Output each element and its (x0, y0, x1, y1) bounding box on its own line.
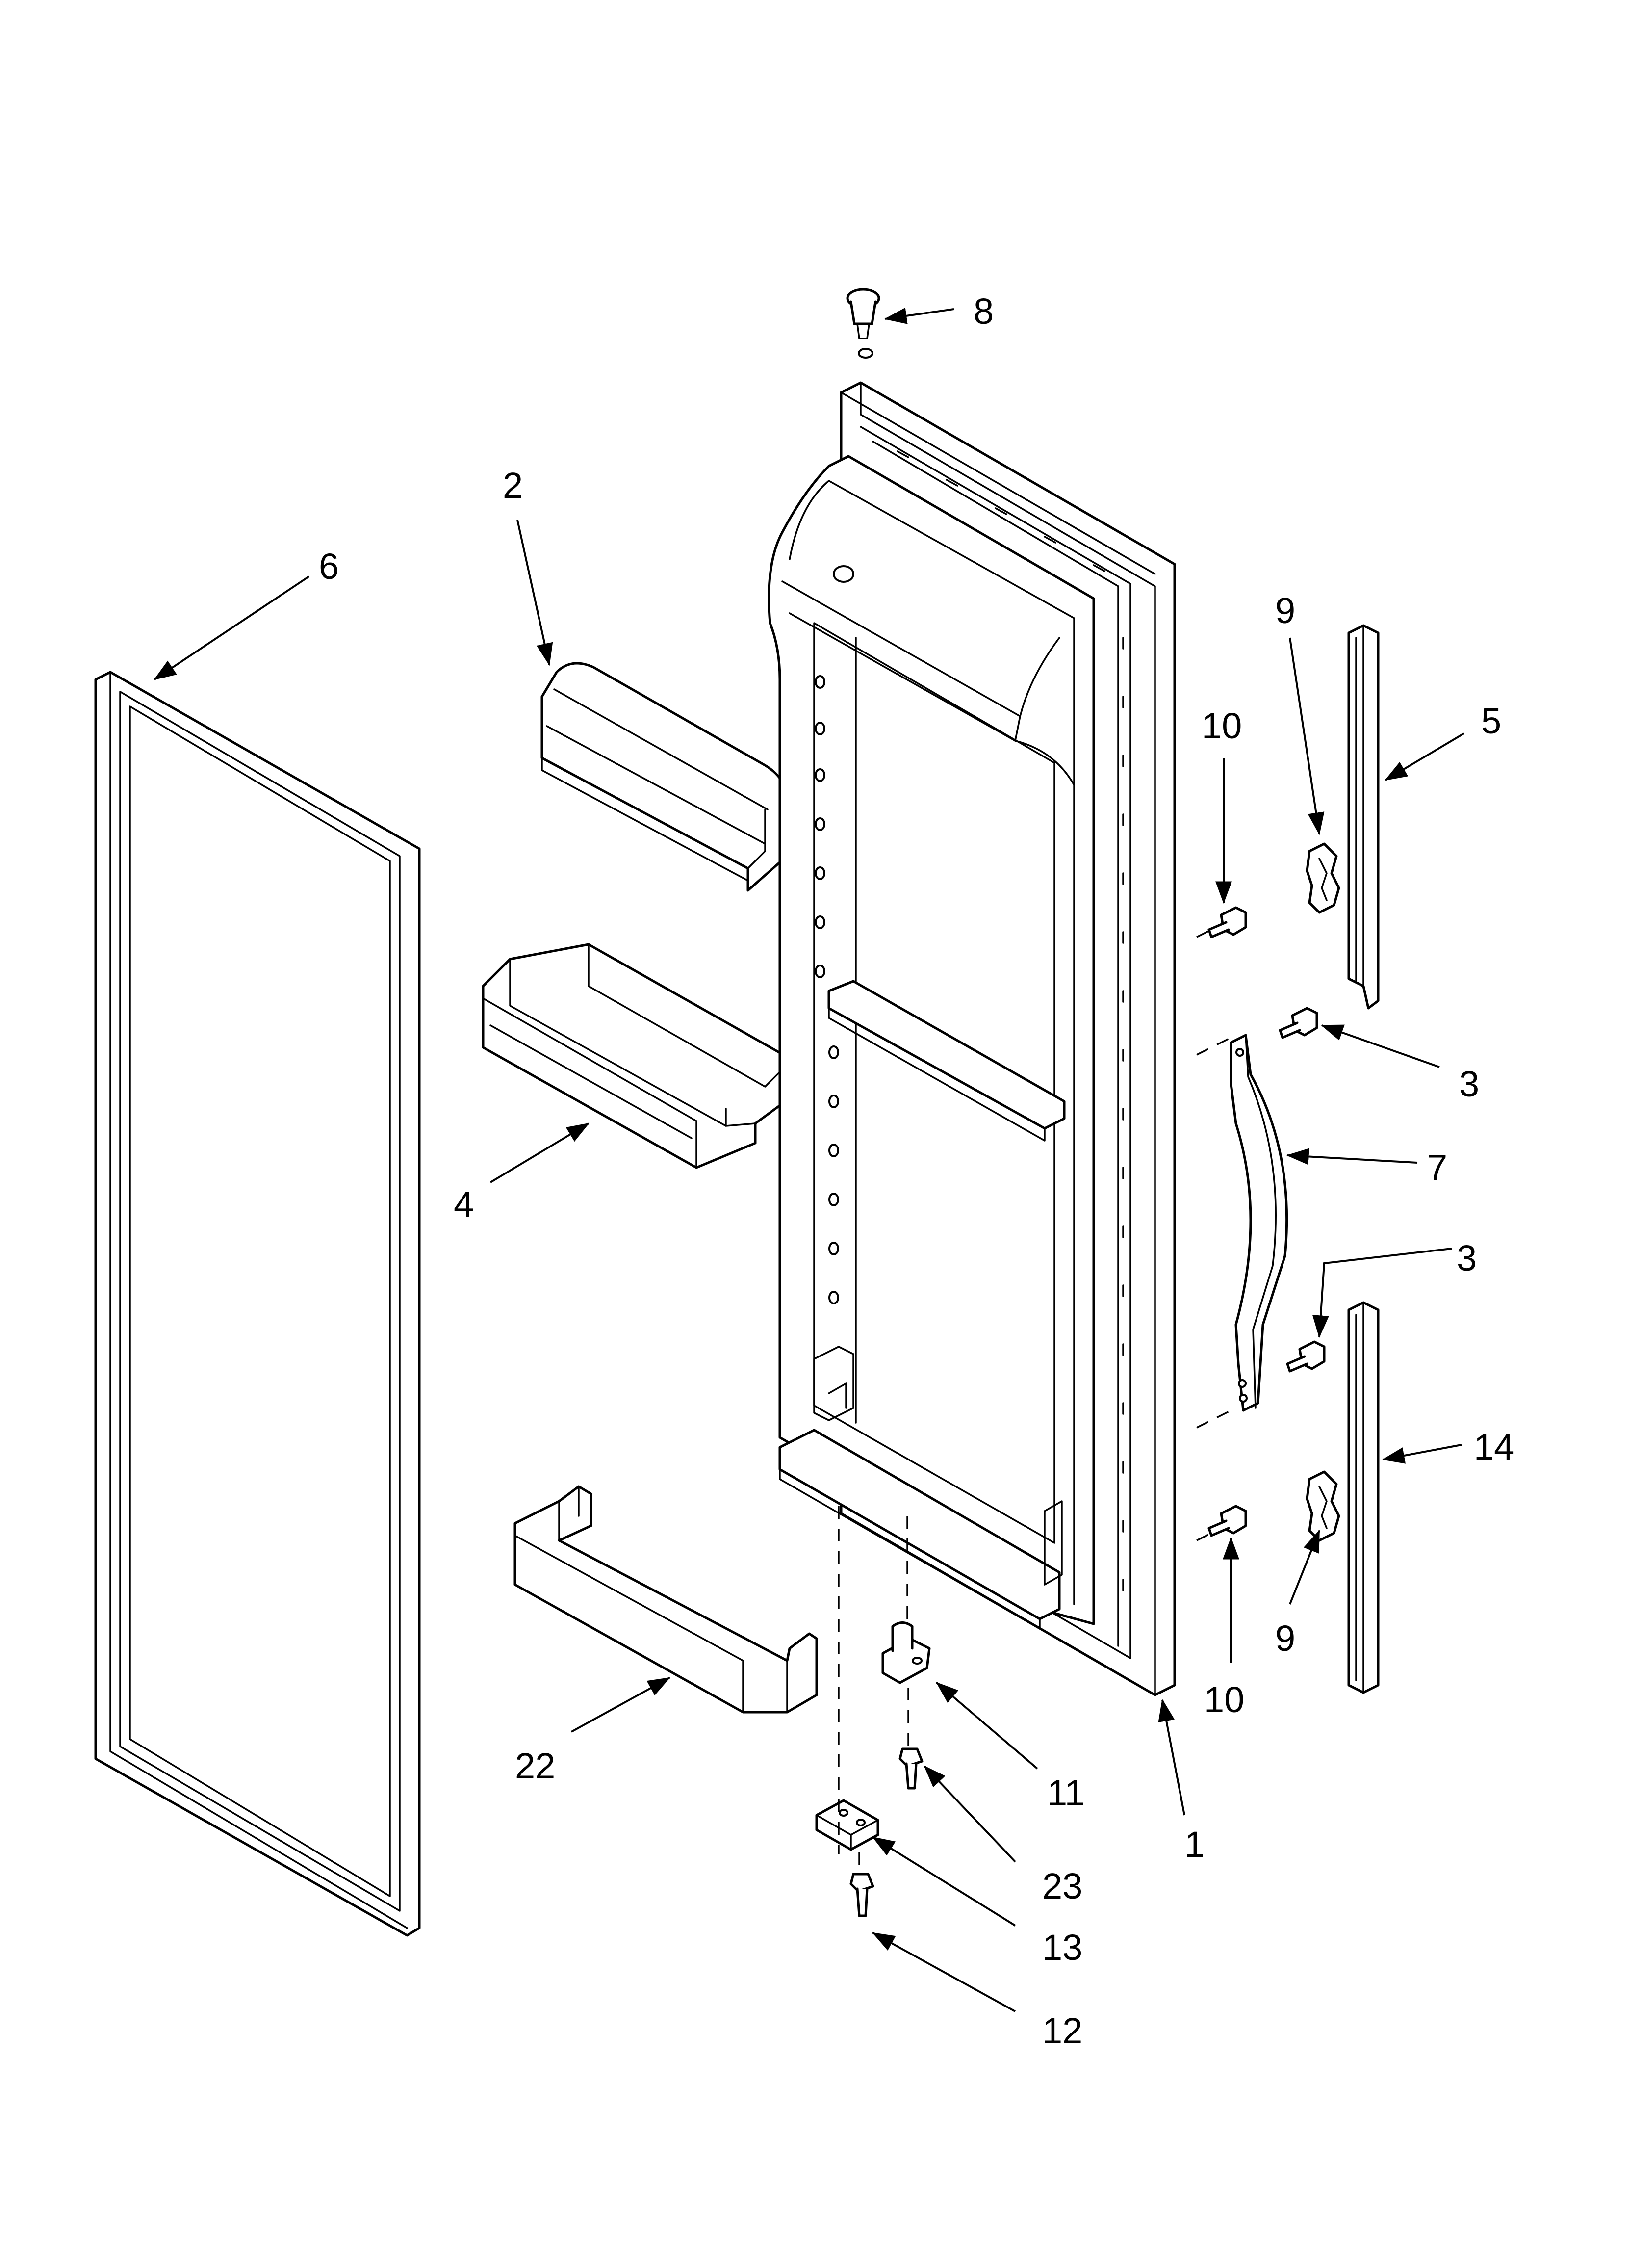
callout-10-lower: 10 (1204, 1679, 1244, 1720)
callout-4: 4 (454, 1184, 474, 1225)
callout-10-upper: 10 (1202, 705, 1242, 746)
callout-2: 2 (503, 465, 523, 506)
dairy-compartment (540, 662, 795, 892)
door-handle (1230, 1034, 1288, 1412)
callout-22: 22 (515, 1746, 555, 1786)
screw-10-upper (1207, 906, 1247, 938)
screw-3-lower (1286, 1340, 1326, 1373)
callout-9-lower: 9 (1275, 1618, 1295, 1659)
callout-12: 12 (1042, 2010, 1082, 2051)
shelf-holes (815, 675, 839, 1304)
upper-trim-strip (1347, 624, 1380, 1010)
trim-clip-upper (1306, 842, 1340, 914)
trim-clip-lower (1306, 1470, 1340, 1542)
callout-5: 5 (1481, 701, 1501, 741)
gasket-channel-marks (897, 450, 1124, 1591)
callout-6: 6 (319, 546, 339, 587)
door-gasket (94, 671, 421, 1937)
callout-7: 7 (1427, 1147, 1447, 1188)
callout-14: 14 (1474, 1427, 1514, 1467)
callout-13: 13 (1042, 1927, 1082, 1968)
hinge-pin (881, 1621, 931, 1684)
hinge-bracket (815, 1799, 879, 1851)
callout-3-lower: 3 (1457, 1238, 1477, 1278)
leader-lines (154, 307, 1465, 2012)
callout-11: 11 (1047, 1773, 1085, 1813)
callout-9-upper: 9 (1275, 590, 1295, 631)
callout-1: 1 (1184, 1824, 1205, 1865)
door-bin (482, 943, 794, 1169)
lower-trim-strip (1347, 1301, 1380, 1694)
assembly-lines (838, 929, 1236, 1872)
top-plug (846, 288, 880, 339)
callout-3-upper: 3 (1459, 1064, 1479, 1104)
callout-8: 8 (974, 291, 994, 332)
screw-23 (898, 1747, 924, 1790)
door-assembly (768, 348, 1176, 1696)
callout-labels: 8 2 6 9 5 10 3 7 4 3 14 9 10 22 11 1 23 … (319, 291, 1514, 2051)
bottom-door-shelf (513, 1485, 818, 1714)
callout-23: 23 (1042, 1866, 1082, 1906)
screw-10-lower (1207, 1505, 1247, 1537)
screw-12 (849, 1873, 874, 1917)
screw-3-upper (1279, 1007, 1318, 1039)
